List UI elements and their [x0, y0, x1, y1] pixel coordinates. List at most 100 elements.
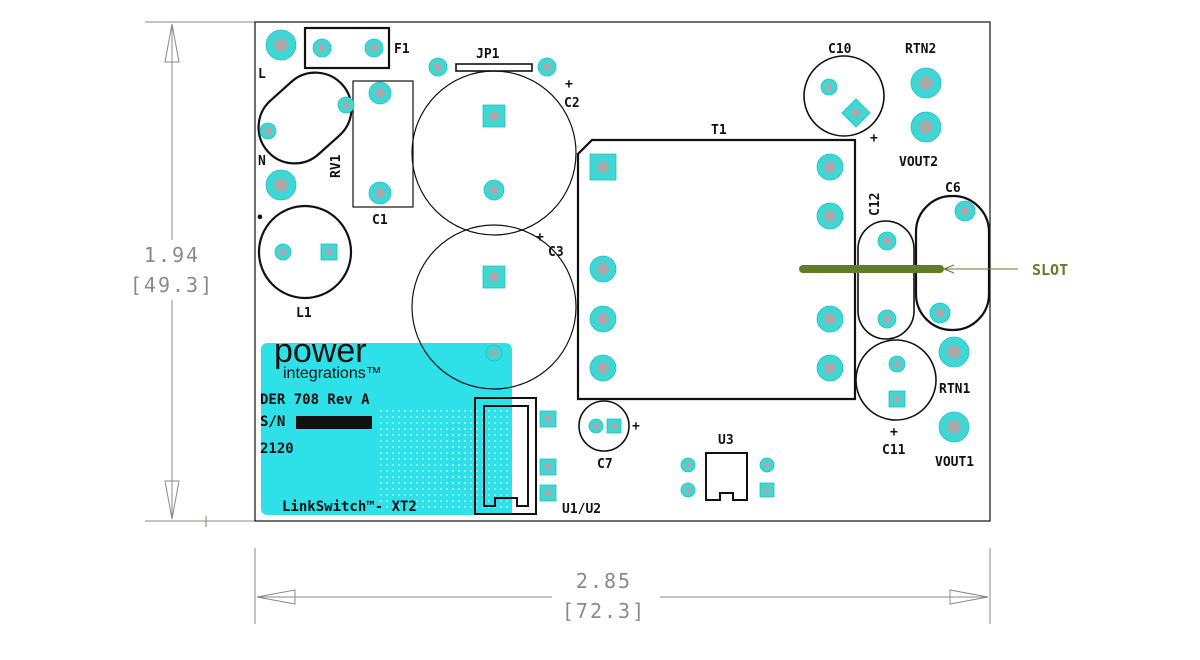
c11-plus: +	[890, 425, 898, 440]
u1u2-pad-3-drill	[544, 489, 552, 497]
c11-pad-plus-drill	[893, 395, 901, 403]
u1u2-inner-outline	[483, 405, 529, 507]
width-dimension-mm: [72.3]	[562, 599, 646, 623]
u1u2-pad-2-drill	[544, 463, 552, 471]
u3-outline	[705, 452, 748, 501]
t1-pad-7-drill	[824, 313, 836, 325]
t1-pad-8-drill	[824, 362, 836, 374]
c10-pad-minus-drill	[825, 83, 833, 91]
u3-pad-3-drill	[763, 461, 771, 469]
label-c3: C3	[548, 245, 564, 260]
label-c1: C1	[372, 213, 388, 228]
c3-pad-plus-drill	[489, 272, 499, 282]
label-c10: C10	[828, 42, 852, 57]
rv1-pad-1-drill	[342, 101, 350, 109]
c10-pad-plus-drill	[851, 108, 861, 118]
l-terminal-pad-drill	[274, 38, 288, 52]
label-t1: T1	[711, 123, 727, 138]
label-rtn1: RTN1	[939, 382, 970, 397]
width-dimension	[254, 548, 991, 624]
board-title: DER 708 Rev A	[260, 392, 370, 408]
n-terminal-pad-drill	[274, 178, 288, 192]
label-c2: C2	[564, 96, 580, 111]
height-dimension	[145, 21, 255, 522]
c6-pad-2-drill	[935, 308, 945, 318]
height-dimension-inches: 1.94	[144, 243, 200, 267]
t1-pad-3-drill	[597, 313, 609, 325]
c2-pad-minus-drill	[489, 185, 499, 195]
label-c12: C12	[868, 193, 883, 216]
c11-pad-minus-drill	[893, 360, 901, 368]
label-vout2: VOUT2	[899, 155, 938, 170]
c2-outline	[411, 70, 577, 236]
label-u1u2: U1/U2	[562, 502, 601, 517]
l1-dot: •	[256, 211, 264, 226]
label-u3: U3	[718, 433, 734, 448]
f1-pad-2-drill	[369, 43, 379, 53]
jp1-pad-2-drill	[542, 62, 552, 72]
c7-outline	[578, 400, 630, 452]
rtn2-pad-drill	[919, 76, 933, 90]
l1-pad-2-drill	[325, 248, 333, 256]
label-f1: F1	[394, 42, 410, 57]
t1-pad-5-drill	[824, 161, 836, 173]
c11-outline	[855, 339, 937, 421]
label-rv1: RV1	[329, 154, 344, 178]
c1-pad-1-drill	[375, 88, 385, 98]
label-vout1: VOUT1	[935, 455, 974, 470]
c12-outline	[857, 220, 915, 340]
u3-pad-1-drill	[684, 461, 692, 469]
date-code: 2120	[260, 441, 294, 457]
slot-label: SLOT	[1032, 261, 1068, 279]
t1-pad-2-drill	[597, 263, 609, 275]
t1-pad-6-drill	[824, 210, 836, 222]
logo-power-text: power	[274, 332, 367, 370]
c7-pad-plus-drill	[610, 422, 618, 430]
c3-pad-minus-drill	[490, 349, 498, 357]
label-rtn2: RTN2	[905, 42, 936, 57]
logo-area	[261, 343, 512, 515]
f1-pad-1-drill	[317, 43, 327, 53]
c10-plus: +	[870, 131, 878, 146]
label-jp1: JP1	[476, 47, 500, 62]
u3-pad-4-drill	[763, 486, 771, 494]
logo-integrations-text: integrations™	[283, 365, 382, 382]
label-l1: L1	[296, 306, 312, 321]
height-dimension-mm: [49.3]	[130, 273, 214, 297]
rv1-outline	[257, 71, 353, 165]
c6-pad-1-drill	[960, 206, 970, 216]
label-n: N	[258, 154, 266, 169]
label-l: L	[258, 67, 266, 82]
product-name: LinkSwitch™- XT2	[282, 499, 417, 515]
c2-plus: +	[565, 77, 573, 92]
t1-pad-4-drill	[597, 362, 609, 374]
serial-label: S/N	[260, 414, 285, 430]
width-dimension-inches: 2.85	[576, 569, 632, 593]
c12-pad-1-drill	[882, 236, 892, 246]
c6-outline	[914, 194, 991, 332]
t1-pad-1-drill	[597, 161, 609, 173]
rtn1-pad-drill	[947, 345, 961, 359]
rv1-pad-2-drill	[264, 127, 272, 135]
c12-pad-2-drill	[882, 314, 892, 324]
c7-pad-minus-drill	[592, 422, 600, 430]
pads	[259, 29, 976, 502]
label-c11: C11	[882, 443, 906, 458]
c10-outline	[803, 55, 885, 137]
t1-outline	[576, 138, 857, 401]
u3-pad-2-drill	[684, 486, 692, 494]
serial-number-box	[296, 416, 372, 429]
label-c7: C7	[597, 457, 613, 472]
c7-plus: +	[632, 419, 640, 434]
label-c6: C6	[945, 181, 961, 196]
u1u2-outline	[474, 397, 537, 515]
c3-plus: +	[536, 230, 544, 245]
l1-pad-1-drill	[279, 248, 287, 256]
u1u2-pad-1-drill	[544, 415, 552, 423]
jp1-pad-1-drill	[433, 62, 443, 72]
c2-pad-plus-drill	[489, 111, 499, 121]
l1-outline	[257, 204, 353, 300]
c1-pad-2-drill	[375, 188, 385, 198]
vout2-pad-drill	[919, 120, 933, 134]
